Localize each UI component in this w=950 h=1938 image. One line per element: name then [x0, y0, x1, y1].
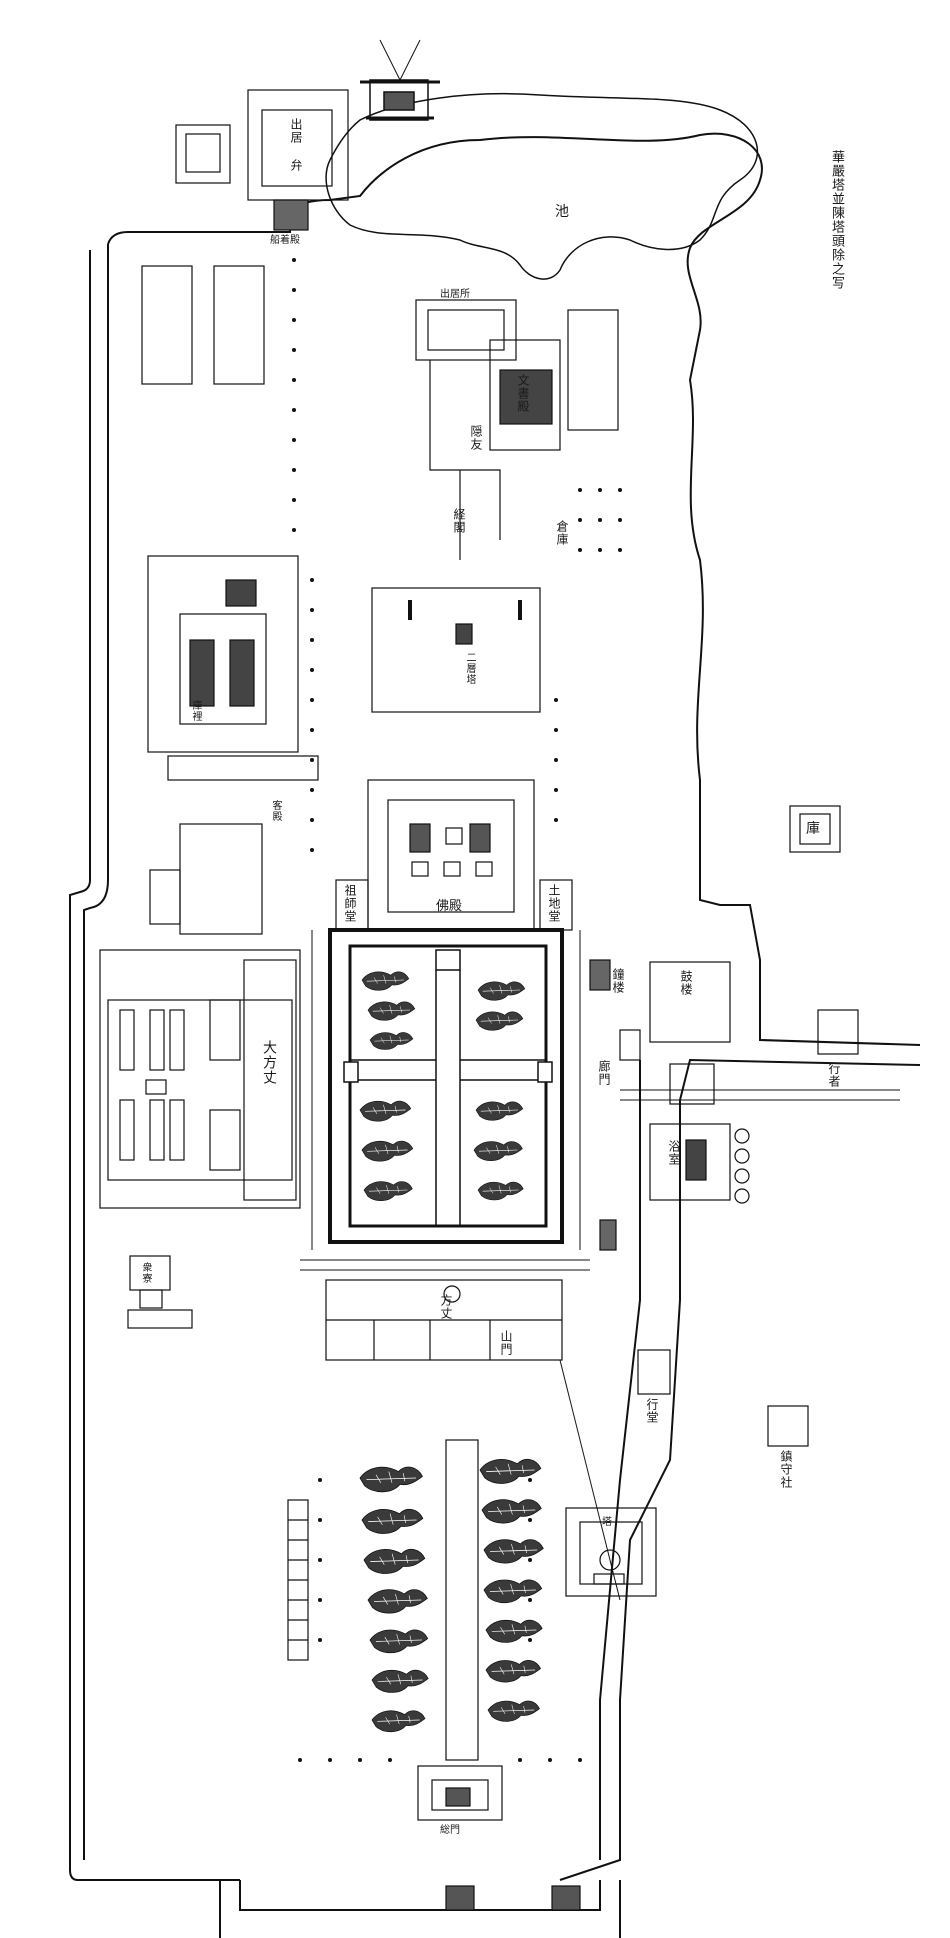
- far-right-hall-label: 鎮守社: [779, 1450, 793, 1489]
- top-left-halls: [141, 265, 265, 385]
- kitchen-left-b-label: 客殿: [270, 800, 281, 822]
- middle-left-compound: [147, 555, 319, 781]
- boundary-wall: [69, 132, 921, 1938]
- approach-avenue: [445, 1439, 479, 1761]
- pagoda-label: 塔: [602, 1517, 612, 1528]
- gallery-a-label: 隠友: [469, 425, 483, 451]
- gallery-b-label: 経閣: [452, 508, 466, 534]
- bottom-gate: [417, 1765, 581, 1911]
- corridor-lines: [300, 930, 900, 1601]
- far-right-b-label: 行者: [827, 1062, 841, 1088]
- store-label: 倉庫: [555, 520, 569, 546]
- right-hall-label: 土地堂: [547, 884, 561, 923]
- east-compound: [589, 959, 750, 1251]
- bath-label: 浴室: [667, 1140, 681, 1166]
- rest-pavilion-label: 行堂: [645, 1398, 659, 1424]
- two-story-label: 二層塔: [464, 652, 475, 685]
- lower-hall-row: [325, 1279, 563, 1361]
- bell-tower-label: 鐘楼: [611, 968, 625, 994]
- wharf-gate-label: 船着殿: [270, 235, 300, 246]
- far-right-shrines: [637, 805, 859, 1447]
- great-hall-label: 大方丈: [261, 1040, 277, 1085]
- garden-trees: [359, 971, 526, 1202]
- bottom-gate-label: 総門: [440, 1825, 460, 1836]
- title-note: 華嚴塔並陳塔頭除之写: [829, 150, 844, 290]
- left-hall-label: 祖師堂: [343, 884, 357, 923]
- small-left-shrine: [127, 1255, 193, 1329]
- pond-label: 池: [555, 204, 569, 220]
- top-left-compound: [175, 89, 349, 231]
- great-hall: [99, 949, 301, 1209]
- archive-compound: [415, 299, 619, 560]
- two-story-pagoda-court: [371, 587, 541, 713]
- top-gate-pavilion: [360, 39, 440, 121]
- side-halls-row: [149, 823, 573, 935]
- top-shrine-label: 出居 弁: [289, 118, 303, 172]
- approach-trees: [359, 1458, 544, 1733]
- east-gate-label: 廊門: [597, 1060, 611, 1086]
- east-shrine-label: 庫: [806, 821, 820, 837]
- gate-mid-label: 山門: [499, 1330, 513, 1356]
- kitchen-left-label: 庫裡: [190, 700, 201, 722]
- hall-top-label: 出居所: [440, 289, 470, 300]
- left-side-stair: [287, 1499, 309, 1661]
- pond: [325, 93, 759, 280]
- east-building-label: 鼓楼: [679, 970, 693, 996]
- central-garden: [328, 928, 564, 1244]
- colonnade-dots: [292, 258, 622, 1762]
- small-left-label: 衆寮: [140, 1262, 151, 1284]
- lecture-label: 方丈: [439, 1294, 453, 1320]
- archive-label: 文書殿: [516, 374, 530, 413]
- buddha-hall-label: 佛殿: [436, 899, 463, 914]
- pagoda-compound: [565, 1507, 657, 1597]
